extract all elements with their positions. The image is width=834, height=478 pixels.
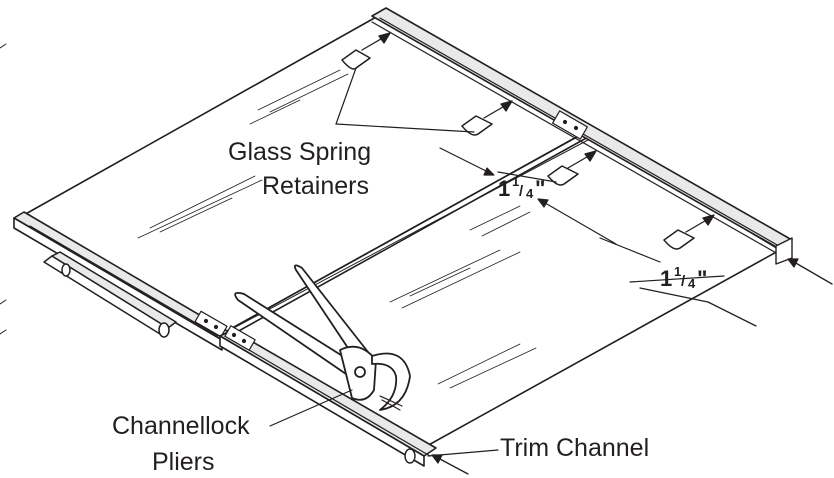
label-channellock: Channellock xyxy=(112,412,250,440)
retainer-leaders xyxy=(335,67,475,133)
dimension-label-lower: 1 1 / 4 " xyxy=(660,264,707,291)
label-leaders xyxy=(269,389,499,457)
spring-retainers xyxy=(341,49,695,250)
label-trim-channel: Trim Channel xyxy=(500,434,649,462)
dimension-lines xyxy=(439,147,725,303)
arrow-icon xyxy=(787,258,833,285)
label-glass-spring: Glass Spring xyxy=(228,138,371,166)
left-channel xyxy=(13,211,233,351)
glass-reflections xyxy=(137,69,537,389)
dimension-label-upper: 1 1 / 4 " xyxy=(498,174,545,201)
front-trim-channel xyxy=(219,325,437,467)
svg-text:/: / xyxy=(519,183,524,200)
svg-text:/: / xyxy=(681,273,686,290)
dim-upper-den: 4 xyxy=(526,186,534,201)
label-retainers: Retainers xyxy=(262,172,369,200)
edge-ticks xyxy=(0,43,7,335)
retainer-clip xyxy=(663,229,695,250)
dim-upper-unit: " xyxy=(535,176,545,201)
retainer-clip xyxy=(547,165,579,186)
arrow-icon xyxy=(483,100,513,119)
dim-lower-num: 1 xyxy=(674,264,681,279)
dim-upper-whole: 1 xyxy=(498,176,510,201)
arrow-icon xyxy=(707,301,757,327)
dim-upper-num: 1 xyxy=(512,174,519,189)
label-pliers: Pliers xyxy=(152,448,215,476)
channellock-pliers xyxy=(234,264,411,411)
arrow-icon xyxy=(567,150,597,169)
dim-lower-den: 4 xyxy=(688,276,696,291)
arrow-icon xyxy=(361,32,391,51)
dim-lower-unit: " xyxy=(697,266,707,291)
loose-rod xyxy=(43,251,177,338)
arrow-icon xyxy=(431,454,469,475)
dim-lower-whole: 1 xyxy=(660,266,672,291)
panel-seam xyxy=(217,133,583,337)
arrow-icon xyxy=(685,214,715,233)
